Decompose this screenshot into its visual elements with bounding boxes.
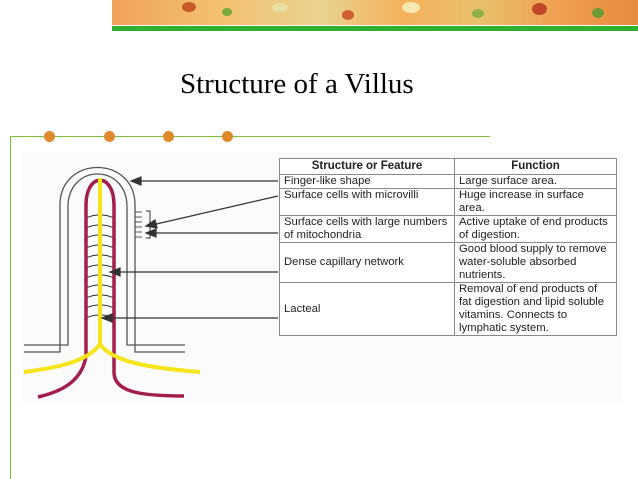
column-header-function: Function (454, 158, 617, 175)
table-row: Lacteal Removal of end products of fat d… (279, 282, 617, 336)
table-row: Finger-like shape Large surface area. (279, 174, 617, 189)
microvilli-brace (146, 210, 151, 239)
divider-horizontal (10, 136, 490, 137)
bullet-dot (163, 131, 174, 142)
header-banner-image (112, 0, 638, 25)
feature-cell: Finger-like shape (279, 174, 455, 189)
blood-vessel (37, 178, 185, 399)
table-row: Surface cells with microvilli Huge incre… (279, 188, 617, 216)
function-cell: Good blood supply to remove water-solubl… (454, 242, 617, 283)
lacteal (23, 178, 201, 374)
structure-function-table: Structure or Feature Function Finger-lik… (279, 158, 617, 336)
bullet-dot (104, 131, 115, 142)
column-header-feature: Structure or Feature (279, 158, 455, 175)
function-cell: Removal of end products of fat digestion… (454, 282, 617, 336)
header-accent-line (112, 26, 638, 31)
bullet-dot (222, 131, 233, 142)
function-cell: Huge increase in surface area. (454, 188, 617, 216)
slide-title: Structure of a Villus (180, 68, 414, 100)
table-row: Dense capillary network Good blood suppl… (279, 242, 617, 283)
function-cell: Active uptake of end products of digesti… (454, 215, 617, 243)
villus-inner-wall (24, 173, 185, 346)
feature-cell: Lacteal (279, 282, 455, 336)
function-cell: Large surface area. (454, 174, 617, 189)
bullet-dot (44, 131, 55, 142)
villus-outer-wall (24, 166, 185, 353)
pointer-arrows (100, 176, 279, 323)
feature-cell: Surface cells with microvilli (279, 188, 455, 216)
microvilli (135, 211, 142, 238)
divider-vertical (10, 136, 11, 479)
feature-cell: Dense capillary network (279, 242, 455, 283)
table-row: Surface cells with large numbers of mito… (279, 215, 617, 243)
table-header-row: Structure or Feature Function (279, 158, 617, 175)
feature-cell: Surface cells with large numbers of mito… (279, 215, 455, 243)
